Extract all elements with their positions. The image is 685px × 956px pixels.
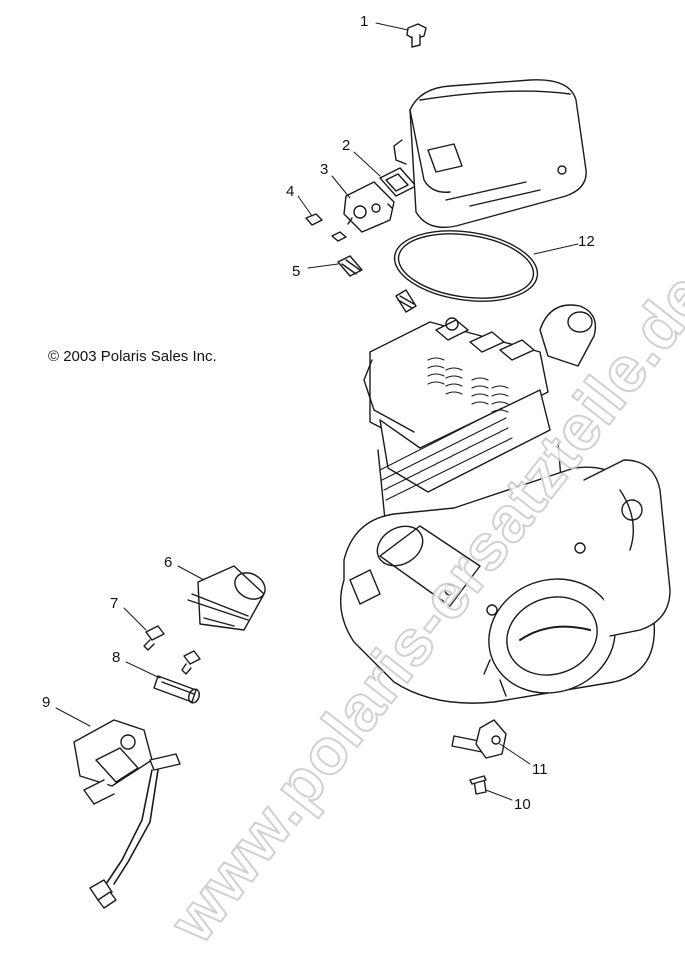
- callout-1: 1: [360, 13, 369, 30]
- engine-assembly: [339, 304, 671, 704]
- part-11-sensor: [451, 719, 507, 759]
- callout-9: 9: [42, 694, 51, 711]
- part-10-bolt: [469, 775, 487, 795]
- copyright-notice: © 2003 Polaris Sales Inc.: [48, 348, 217, 365]
- callout-2: 2: [342, 137, 351, 154]
- exploded-parts-diagram: www.polaris-ersatzteile.de 1 2 3 4 5 6 7…: [42, 13, 685, 956]
- part-12-o-ring: [393, 230, 539, 302]
- part-7-bolt: [143, 625, 201, 675]
- callout-5: 5: [292, 263, 301, 280]
- callout-4: 4: [286, 183, 295, 200]
- callout-10: 10: [514, 796, 531, 813]
- diagram-canvas: [55, 22, 671, 909]
- part-9-throttle-body: [73, 719, 181, 909]
- callout-12: 12: [578, 233, 595, 250]
- part-1-bolt: [406, 23, 427, 48]
- callout-3: 3: [320, 161, 329, 178]
- part-3-cover-plate: [343, 181, 395, 233]
- callout-11: 11: [532, 761, 548, 778]
- part-4-bolts: [305, 213, 347, 242]
- callout-8: 8: [112, 649, 121, 666]
- part-5-fitting: [337, 255, 417, 313]
- part-8-pin: [153, 675, 200, 704]
- valve-cover: [393, 79, 587, 229]
- callout-7: 7: [110, 595, 119, 612]
- part-6-intake-boot: [187, 565, 266, 631]
- part-2-gasket: [379, 167, 417, 197]
- leader-lines: [55, 22, 579, 801]
- callout-6: 6: [164, 554, 173, 571]
